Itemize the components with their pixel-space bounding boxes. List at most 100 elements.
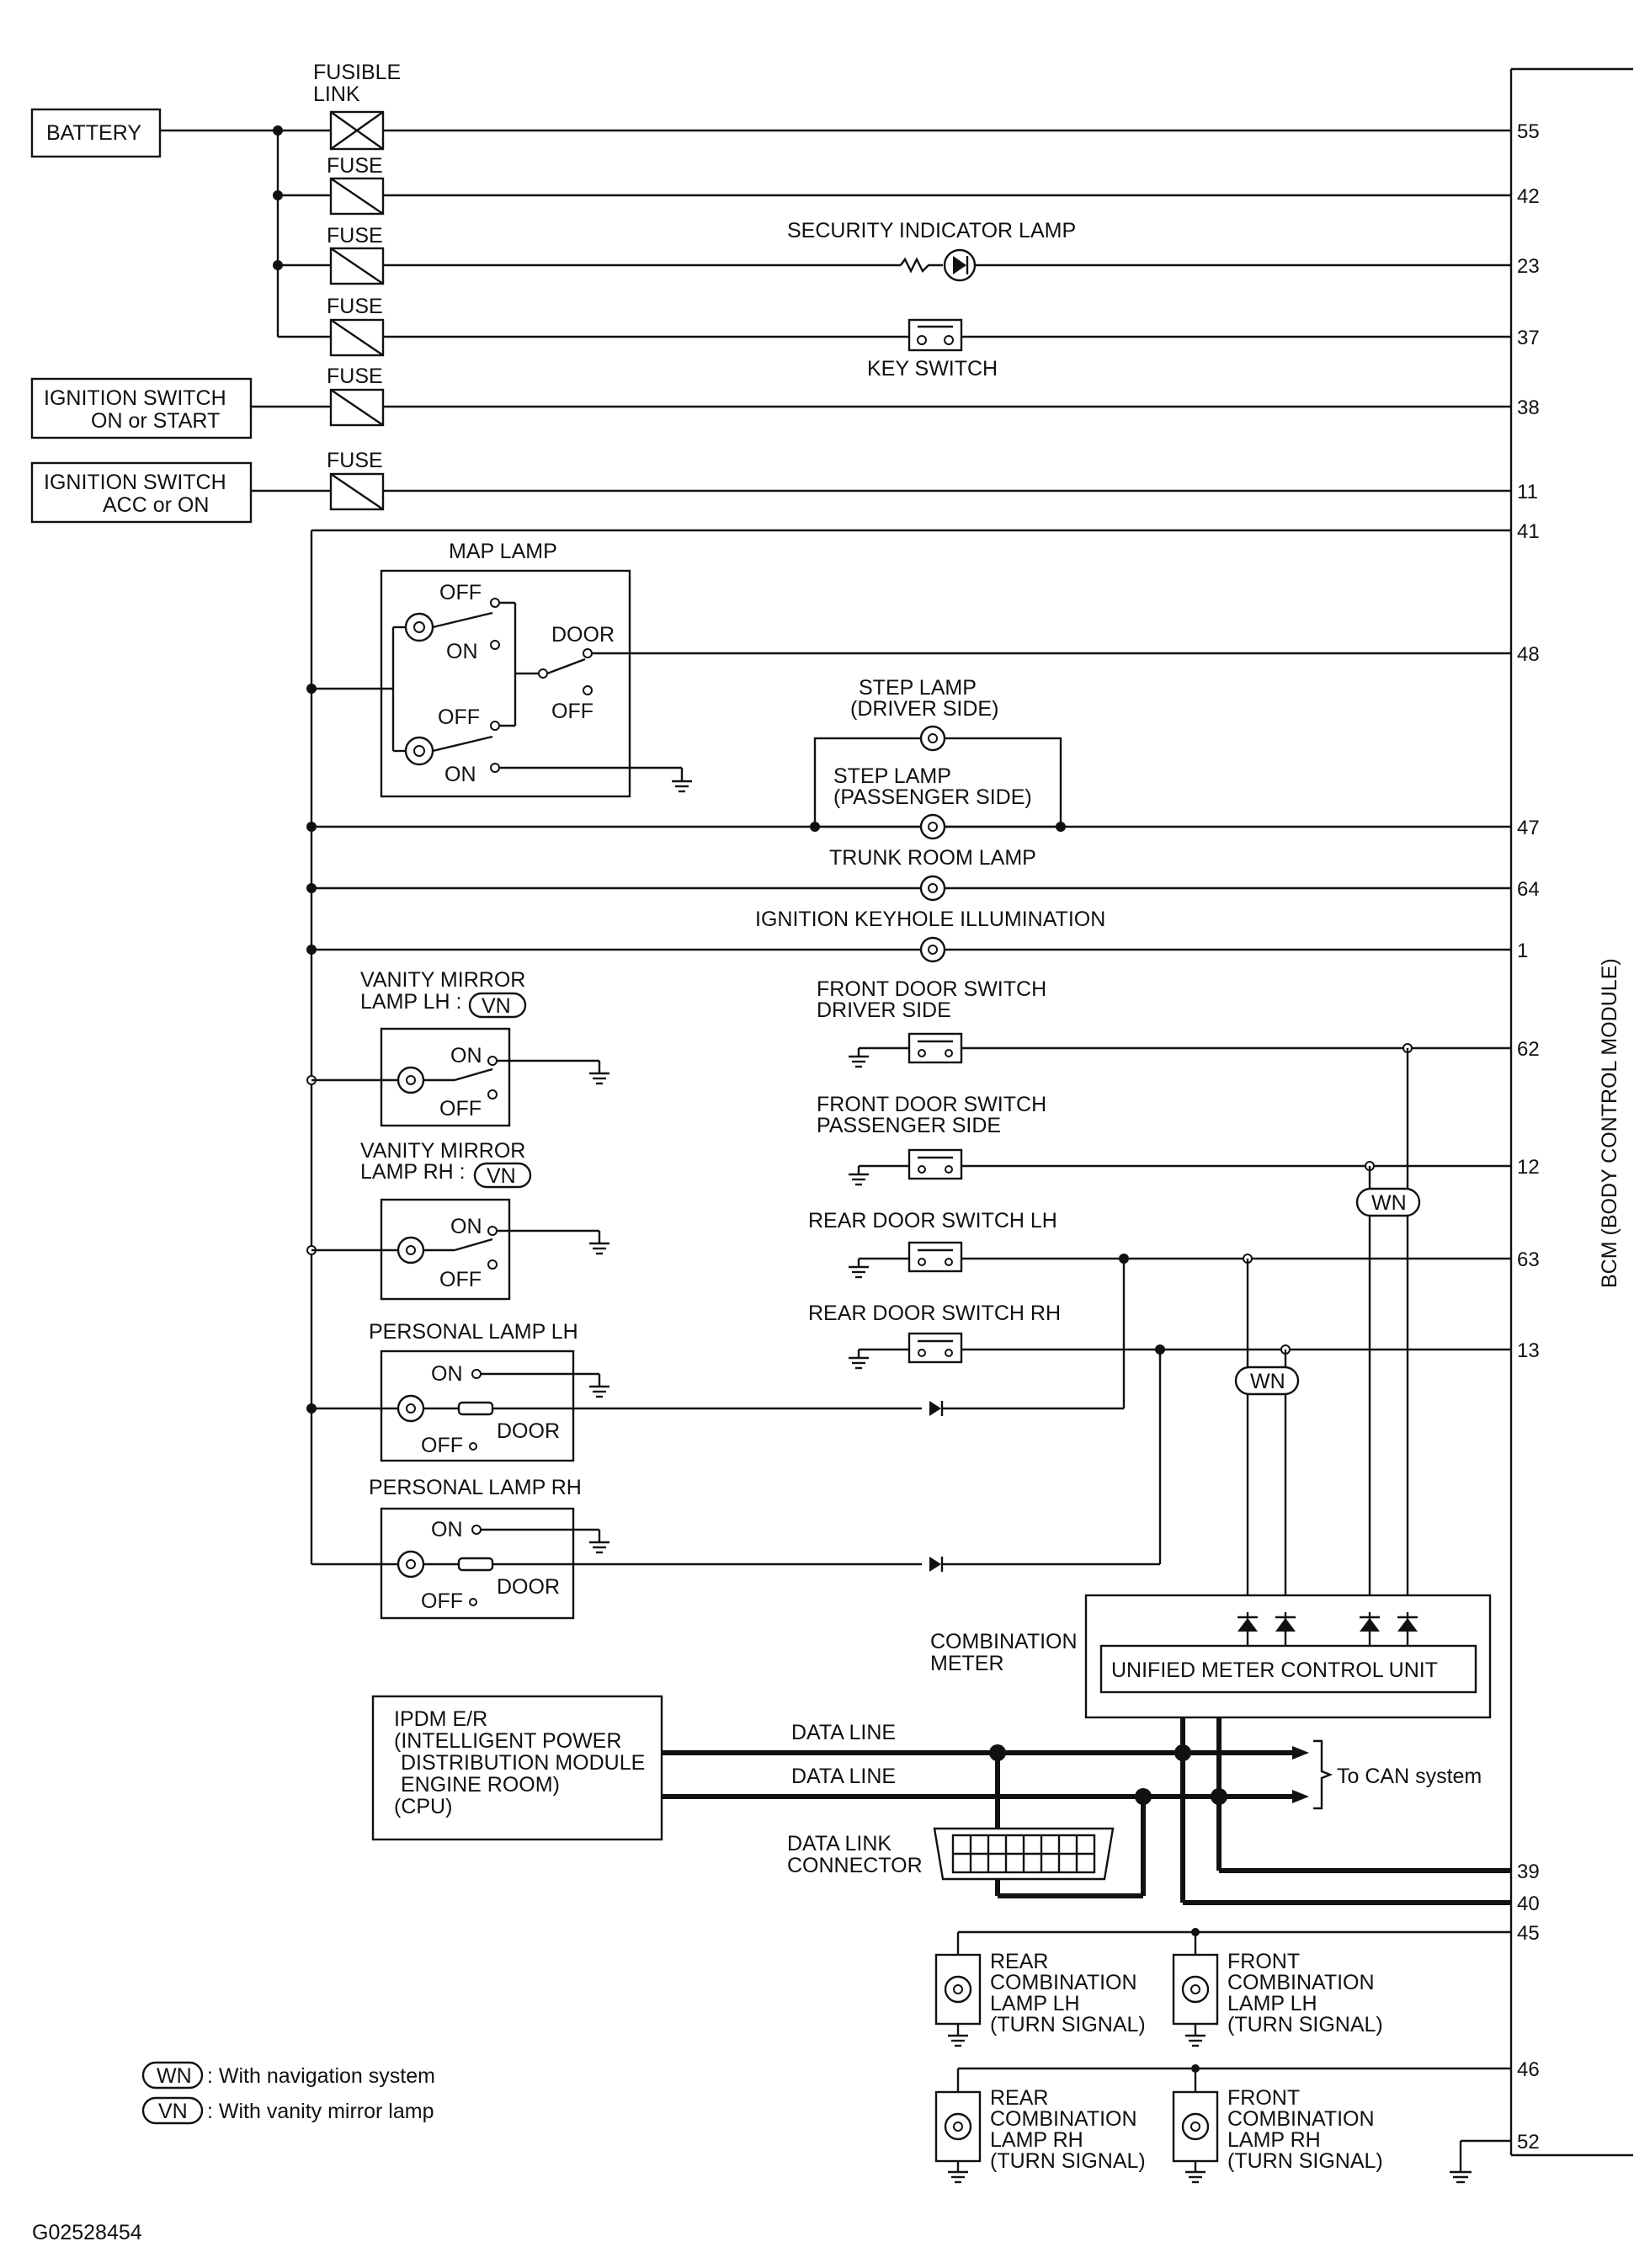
fusible-link-label: FUSIBLE xyxy=(313,61,401,84)
security-indicator-lamp-icon xyxy=(900,248,977,282)
front-comb-lamp-lh-icon xyxy=(1172,1953,1219,2047)
ign-on-start-box xyxy=(30,377,253,439)
front-comb-rh-3: LAMP RH xyxy=(1227,2128,1321,2152)
wn-badge-text-2: WN xyxy=(1250,1370,1285,1393)
pin-number: 46 xyxy=(1517,2058,1540,2081)
personal-rh-on: ON xyxy=(431,1518,463,1541)
rear-comb-lamp-lh-icon xyxy=(934,1953,982,2047)
ign-on-start-label: IGNITION SWITCH xyxy=(44,386,226,410)
vanity-lh-on: ON xyxy=(450,1044,482,1067)
trunk-room-lamp-bulb-icon xyxy=(919,875,946,902)
meter-diode-icons xyxy=(1238,1612,1418,1646)
bcm-label: BCM (BODY CONTROL MODULE) xyxy=(1598,958,1621,1288)
map-off-label-2: OFF xyxy=(438,705,480,729)
trunk-room-lamp-label: TRUNK ROOM LAMP xyxy=(829,846,1036,870)
dlc-label-2: CONNECTOR xyxy=(787,1854,923,1877)
rear-comb-lh-3: LAMP LH xyxy=(990,1992,1080,2015)
pin-number: 13 xyxy=(1517,1339,1540,1362)
pin-number: 47 xyxy=(1517,817,1540,839)
fds-pass-label-2: PASSENGER SIDE xyxy=(817,1114,1001,1137)
fuse-label-42: FUSE xyxy=(327,154,383,178)
vanity-lh-label: VANITY MIRROR xyxy=(360,968,525,992)
diode-icon xyxy=(929,1401,941,1416)
ign-acc-on-box xyxy=(30,461,253,524)
vanity-lh-bulb-icon xyxy=(397,1066,425,1094)
bcm-connector xyxy=(1509,67,1633,2157)
battery-label: BATTERY xyxy=(46,121,141,145)
rear-door-switch-rh-icon xyxy=(908,1332,963,1364)
pin-number: 1 xyxy=(1517,940,1528,962)
map-door-off-label: OFF xyxy=(551,700,593,723)
vanity-lh-off: OFF xyxy=(439,1097,482,1121)
pin-number: 55 xyxy=(1517,120,1540,143)
vanity-rh-off: OFF xyxy=(439,1268,482,1291)
ipdm-label-4: ENGINE ROOM) xyxy=(401,1773,560,1797)
fuse-icon xyxy=(329,318,385,357)
combination-meter-label: COMBINATION xyxy=(930,1630,1078,1653)
wn-badge xyxy=(1234,1366,1300,1396)
ground-icon xyxy=(589,1231,609,1255)
front-comb-lamp-rh-icon xyxy=(1172,2090,1219,2184)
pin-number: 38 xyxy=(1517,397,1540,419)
diode-icon xyxy=(929,1557,941,1572)
ipdm-label-5: (CPU) xyxy=(394,1795,452,1818)
unified-meter-box xyxy=(1099,1644,1477,1694)
pin-number: 41 xyxy=(1517,520,1540,543)
personal-lh-on: ON xyxy=(431,1362,463,1386)
ignition-keyhole-bulb-icon xyxy=(919,936,946,963)
fuse-icon xyxy=(329,247,385,285)
pin-number: 39 xyxy=(1517,1861,1540,1883)
rear-comb-rh-2: COMBINATION xyxy=(990,2107,1137,2131)
fuse-icon xyxy=(329,472,385,511)
fusible-link-label-2: LINK xyxy=(313,83,360,106)
key-switch-icon xyxy=(908,318,963,352)
vn-badge-text-2: VN xyxy=(487,1164,516,1188)
ipdm-label-2: (INTELLIGENT POWER xyxy=(394,1729,621,1753)
dlc-label: DATA LINK xyxy=(787,1832,892,1855)
legend-vn-badge-text: VN xyxy=(158,2100,188,2123)
rear-comb-lamp-rh-icon xyxy=(934,2090,982,2184)
pin-number: 12 xyxy=(1517,1156,1540,1179)
rear-comb-rh-3: LAMP RH xyxy=(990,2128,1083,2152)
pin-number: 37 xyxy=(1517,327,1540,349)
map-on-label: ON xyxy=(446,640,478,663)
pin-numbers: 55 42 23 37 38 11 41 48 47 64 1 62 12 63… xyxy=(1517,120,1540,2154)
personal-rh-slide-switch-icon xyxy=(457,1557,494,1572)
map-lamp-label: MAP LAMP xyxy=(449,540,557,563)
ground-icon xyxy=(1450,2170,1472,2184)
step-lamp-passenger-bulb-icon xyxy=(919,813,946,840)
rds-rh-label: REAR DOOR SWITCH RH xyxy=(808,1302,1061,1325)
ground-icon xyxy=(672,768,692,793)
rear-comb-lh-2: COMBINATION xyxy=(990,1971,1137,1994)
combination-meter-label-2: METER xyxy=(930,1652,1004,1675)
fds-pass-label: FRONT DOOR SWITCH xyxy=(817,1093,1046,1116)
fuse-icon xyxy=(329,388,385,427)
rear-comb-lh-4: (TURN SIGNAL) xyxy=(990,2013,1146,2036)
fds-driver-label: FRONT DOOR SWITCH xyxy=(817,977,1046,1001)
pin-number: 23 xyxy=(1517,255,1540,278)
personal-lh-door: DOOR xyxy=(497,1419,560,1443)
vn-badge-text: VN xyxy=(482,994,511,1018)
ign-acc-on-label: IGNITION SWITCH xyxy=(44,471,226,494)
front-comb-rh-1: FRONT xyxy=(1227,2086,1300,2110)
wn-badge-text: WN xyxy=(1371,1191,1407,1215)
unified-meter-label: UNIFIED METER CONTROL UNIT xyxy=(1111,1658,1438,1682)
ign-acc-on-label-2: ACC or ON xyxy=(103,493,209,517)
front-comb-lh-3: LAMP LH xyxy=(1227,1992,1317,2015)
front-comb-lh-4: (TURN SIGNAL) xyxy=(1227,2013,1383,2036)
ign-on-start-label-2: ON or START xyxy=(91,409,220,433)
map-off-label: OFF xyxy=(439,581,482,604)
rear-door-switch-lh-icon xyxy=(908,1241,963,1273)
fds-driver-label-2: DRIVER SIDE xyxy=(817,998,951,1022)
step-lamp-driver-label: STEP LAMP xyxy=(859,676,977,700)
ipdm-label-1: IPDM E/R xyxy=(394,1707,487,1731)
ignition-keyhole-label: IGNITION KEYHOLE ILLUMINATION xyxy=(755,908,1105,931)
personal-rh-bulb-icon xyxy=(397,1550,425,1579)
ground-icon xyxy=(589,1374,609,1398)
ground-icon xyxy=(849,1350,869,1370)
front-comb-lh-1: FRONT xyxy=(1227,1950,1300,1973)
wn-badge xyxy=(1355,1187,1421,1217)
vanity-rh-label: VANITY MIRROR xyxy=(360,1139,525,1163)
